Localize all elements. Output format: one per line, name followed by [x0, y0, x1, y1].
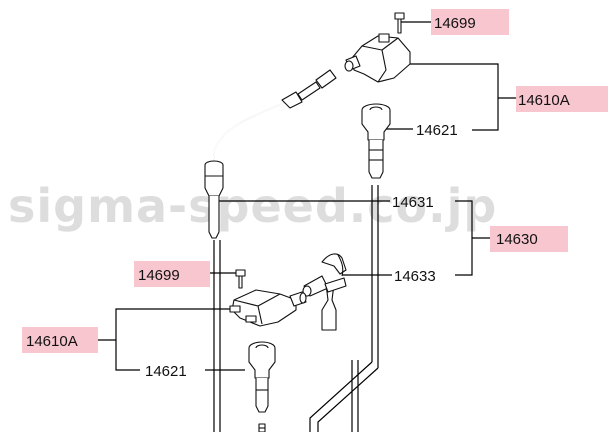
bolt-bottom-part	[258, 423, 266, 432]
guide-lines	[213, 185, 379, 432]
label-coil-upper: 14610A	[518, 92, 570, 109]
label-cable-set: 14630	[496, 231, 538, 248]
label-cable-long: 14631	[392, 194, 434, 211]
label-coil-lower: 14610A	[26, 333, 78, 350]
watermark: sigma-speed.co.jp	[8, 179, 497, 233]
coil-lower-part	[229, 289, 307, 327]
callout-cable-set: 14630	[490, 226, 568, 252]
label-boot-lower: 14621	[145, 363, 187, 380]
cable-short-part	[302, 253, 347, 331]
label-cable-short: 14633	[394, 268, 436, 285]
boot-lower-part	[248, 341, 276, 413]
callout-bolt-lower: 14699	[134, 261, 210, 287]
callout-coil-upper: 14610A	[516, 86, 608, 112]
callout-coil-lower: 14610A	[22, 327, 98, 353]
cable-long-part	[204, 69, 337, 239]
boot-upper-part	[361, 103, 391, 179]
label-boot-upper: 14621	[416, 122, 458, 139]
label-bolt-upper: 14699	[434, 15, 476, 32]
coil-upper-part	[344, 33, 411, 83]
bolt-lower-part	[235, 269, 246, 289]
label-bolt-lower: 14699	[138, 267, 180, 284]
bolt-upper-part	[394, 12, 405, 34]
callout-bolt-upper: 14699	[431, 9, 509, 35]
